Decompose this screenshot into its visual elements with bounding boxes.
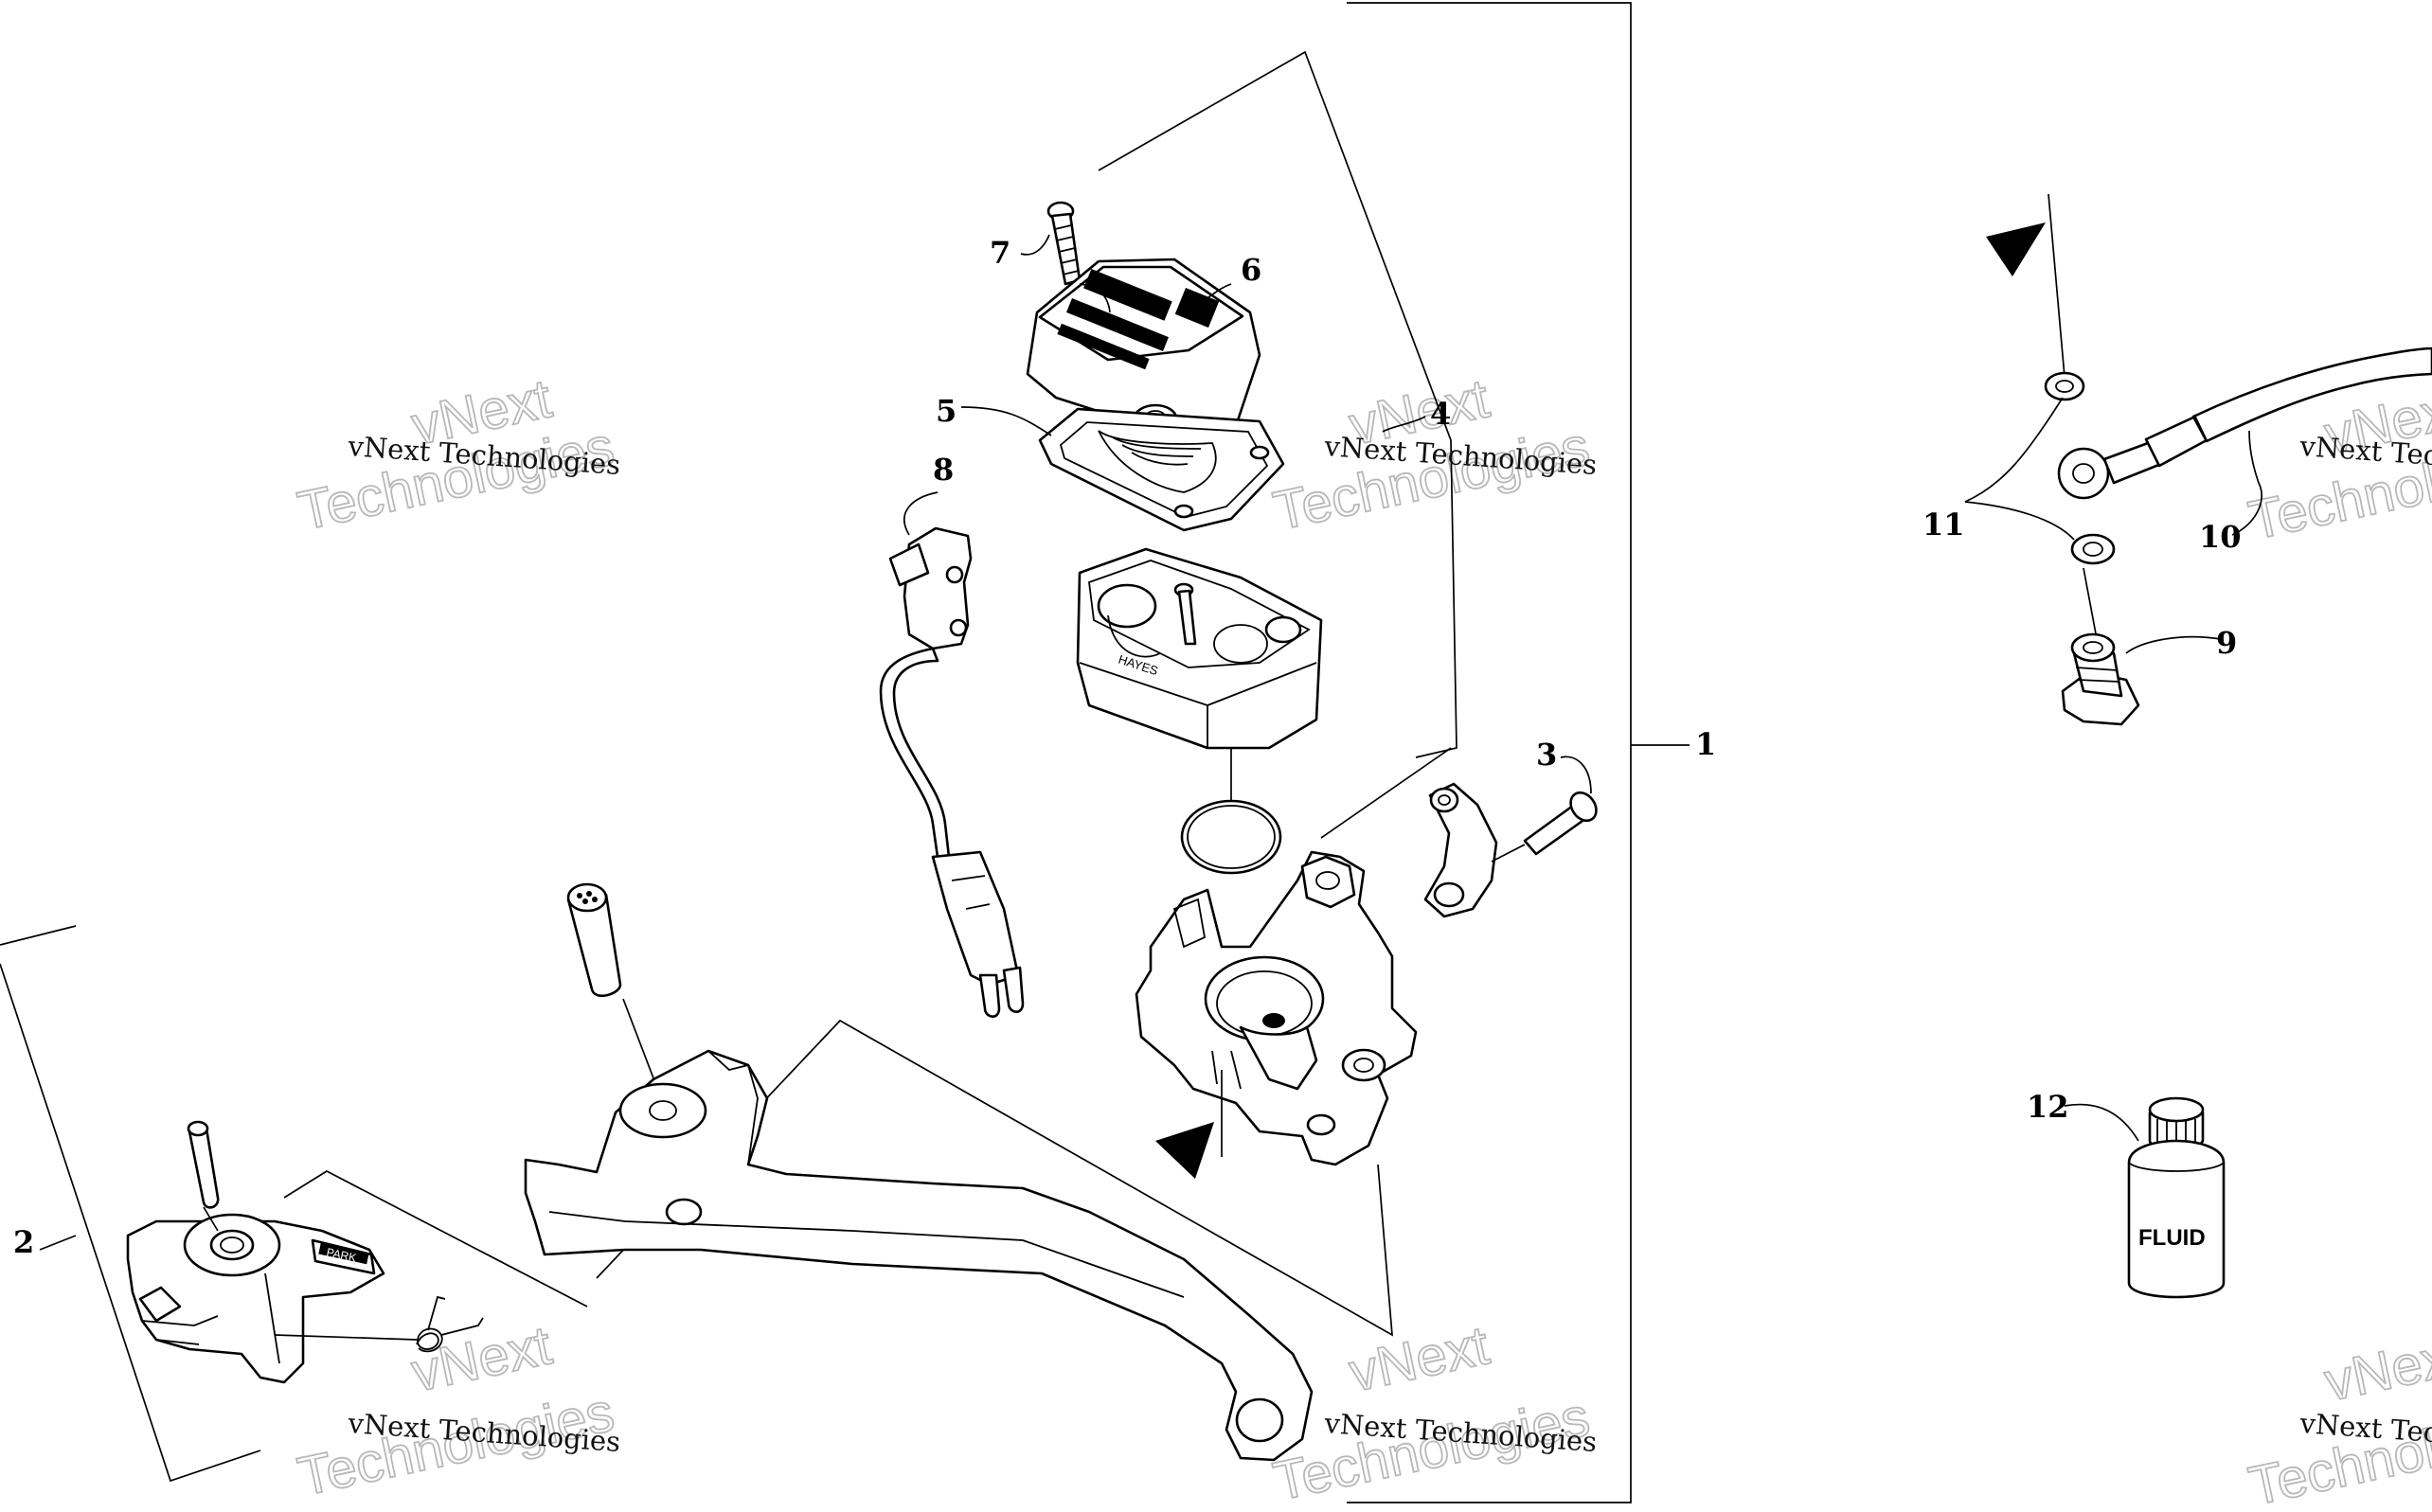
reservoir-outline-lower [1320,747,1452,839]
part-11-washer-top [2044,371,2085,401]
torsion-spring [416,1295,484,1353]
part-6-reservoir-cap [1026,258,1261,437]
callout-2: 2 [13,1224,34,1260]
park-label-plate: PARK [326,1245,358,1264]
hose-axis-top [2048,193,2065,378]
master-cylinder-arrow-marker [1155,1122,1214,1179]
callout-8: 8 [933,452,954,488]
callout-2-leader [39,1235,77,1251]
hose-axis-bottom [2083,567,2099,645]
callout-9-leader [2125,635,2222,654]
reservoir-outline [1098,50,1457,758]
hose-arrow-marker [1986,222,2046,276]
callout-3-leader [1560,756,1592,794]
fluid-label: FLUID [2138,1225,2206,1251]
callout-5: 5 [936,393,957,429]
callout-numbers: 1 2 3 4 5 6 7 8 9 10 11 12 [13,235,2242,1260]
part-10-brake-hose [2057,347,2432,500]
group-2-bracket [0,963,261,1483]
part-8-brake-switch [879,526,1025,1018]
group-2-bracket-top [0,925,77,946]
callout-6-leader [1202,283,1232,302]
watermark-big-line1: vNext [2319,1324,2432,1413]
part-7-screw [1046,201,1082,286]
callout-9: 9 [2216,625,2237,661]
part-12-fluid-bottle: FLUID [2127,1096,2226,1299]
callout-3: 3 [1536,737,1557,773]
part-9-banjo-bolt [2061,632,2140,726]
master-cylinder-body [1135,850,1418,1166]
part-3-bolt [1523,791,1598,856]
callout-7: 7 [990,235,1010,271]
callout-12: 12 [2027,1089,2069,1125]
part-2-park-latch: PARK [126,1120,385,1384]
callout-6: 6 [1241,252,1261,288]
callout-1: 1 [1695,726,1716,762]
callout-4-leader [1382,416,1426,433]
part-4-reservoir-body: HAYES [1076,547,1323,750]
callout-10: 10 [2199,519,2242,555]
callout-6-leader-a [1079,283,1111,313]
watermark-big-line1: vNext [1344,1314,1494,1403]
brake-lever [524,1049,1314,1462]
pivot-pin [566,882,622,998]
callout-11-leader-bottom [1964,501,2075,541]
callout-12-leader [2064,1103,2139,1142]
callout-11-leader-top [1964,397,2064,503]
clamp-bolt-axis [1491,844,1526,863]
part-11-washer-bottom [2070,533,2116,565]
group-1-bracket [1347,2,1632,1503]
latch-pin-axis [203,1206,219,1232]
callout-8-leader [903,491,939,536]
part-5-diaphragm [1038,407,1285,532]
callout-7-leader [1020,234,1050,256]
callout-5-leader [960,406,1052,436]
callout-4: 4 [1430,396,1451,432]
o-ring [1180,799,1282,875]
callout-11: 11 [1922,507,1965,543]
part-3-clamp [1423,782,1498,918]
spring-axis [274,1334,418,1341]
park-outline [283,1170,588,1307]
callout-10-leader [2231,430,2262,536]
